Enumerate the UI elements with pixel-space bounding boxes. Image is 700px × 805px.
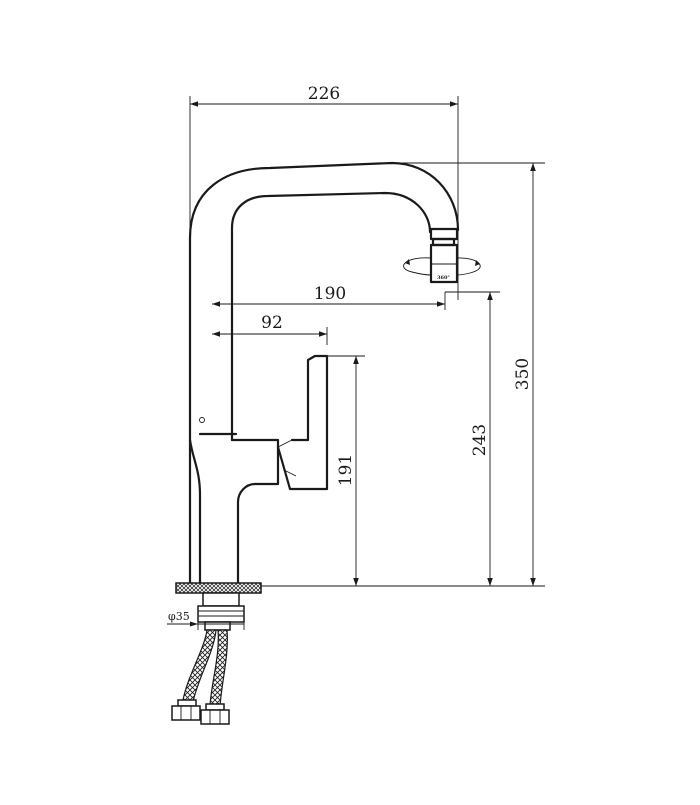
mounting-stem <box>204 621 231 631</box>
dim-spout-height-label: 243 <box>470 424 490 456</box>
hose-left-fitting <box>171 699 201 721</box>
swivel-arrow-left-icon <box>405 259 410 265</box>
dim-overall-height-label: 350 <box>513 358 533 390</box>
hose-left <box>182 629 217 703</box>
faucet-body: 360° <box>171 161 481 725</box>
dim-overall-width-label: 226 <box>308 84 340 104</box>
dim-handle-reach-label: 92 <box>261 313 283 333</box>
aerator-top-ring <box>429 227 459 241</box>
swivel-angle-label: 360° <box>437 275 450 281</box>
joint-screw <box>199 417 205 423</box>
spout-inner-profile <box>230 191 432 442</box>
aerator-body <box>429 243 459 284</box>
base-body-profile <box>188 438 202 585</box>
mounting-nut <box>197 605 245 623</box>
dim-base-diameter-label: φ35 <box>168 610 190 623</box>
lever-detail <box>277 439 297 477</box>
dim-body-height-label: 191 <box>336 454 356 486</box>
spout-outer-profile <box>188 161 460 585</box>
swivel-arrow-right-icon <box>475 260 480 266</box>
swivel-indicator: 360° <box>403 257 481 281</box>
mounting-shank <box>202 592 240 607</box>
base-body-right-profile <box>230 438 280 585</box>
dimension-lines: 226 190 92 350 243 191 φ35 <box>167 84 545 630</box>
base-knurled-flange <box>175 582 262 594</box>
cartridge-housing <box>276 354 329 491</box>
hose-right-fitting <box>200 703 230 725</box>
dim-spout-reach-label: 190 <box>314 284 346 304</box>
